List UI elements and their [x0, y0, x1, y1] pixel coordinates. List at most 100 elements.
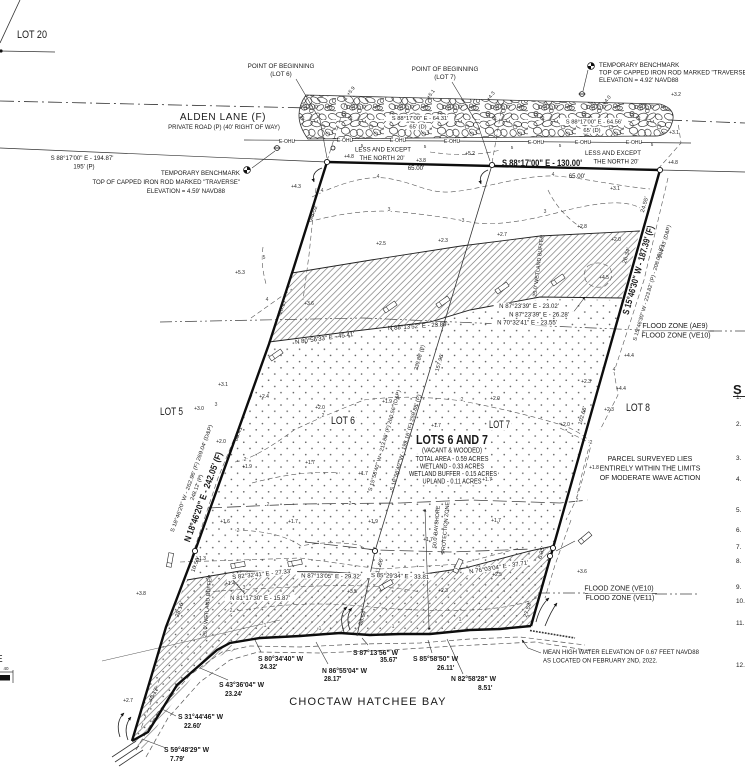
svg-text:+1.7: +1.7	[431, 423, 441, 429]
svg-text:4: 4	[552, 172, 555, 178]
svg-text:50.0' BAYSHORE: 50.0' BAYSHORE	[432, 505, 442, 548]
svg-text:S: S	[733, 382, 742, 397]
svg-text:65.00': 65.00'	[408, 165, 424, 172]
svg-text:N 87°23'39" E - 23.02': N 87°23'39" E - 23.02'	[499, 303, 559, 310]
svg-text:UPLAND - 0.11 ACRES: UPLAND - 0.11 ACRES	[423, 477, 482, 486]
svg-text:9.: 9.	[736, 584, 742, 591]
svg-text:WETLAND BUFFER - 0.15 ACRES: WETLAND BUFFER - 0.15 ACRES	[409, 469, 497, 478]
svg-text:+1.3: +1.3	[196, 556, 206, 562]
svg-text:WETLAND - 0.33 ACRES: WETLAND - 0.33 ACRES	[420, 462, 484, 471]
svg-text:4.: 4.	[736, 476, 742, 483]
svg-text:S 87°13'56" W: S 87°13'56" W	[353, 649, 398, 657]
svg-text:5: 5	[559, 143, 562, 148]
svg-text:+2.0: +2.0	[490, 396, 500, 402]
svg-text:11.: 11.	[736, 620, 745, 627]
svg-text:3.: 3.	[736, 455, 742, 462]
svg-text:N 81°17'30" E - 15.87': N 81°17'30" E - 15.87'	[230, 595, 290, 602]
svg-text:AS LOCATED ON FEBRUARY 2ND, 20: AS LOCATED ON FEBRUARY 2ND, 2022.	[543, 659, 658, 665]
svg-text:PARCEL SURVEYED LIES: PARCEL SURVEYED LIES	[608, 456, 693, 463]
svg-text:1: 1	[264, 623, 267, 629]
svg-text:+1.7: +1.7	[288, 519, 298, 525]
svg-text:157.96': 157.96'	[435, 353, 446, 372]
svg-text:+1.9: +1.9	[368, 519, 378, 525]
svg-text:S 59°48'29" W: S 59°48'29" W	[164, 746, 209, 754]
svg-text:MEAN HIGH WATER ELEVATION OF 0: MEAN HIGH WATER ELEVATION OF 0.67 FEET N…	[543, 650, 700, 656]
svg-text:3: 3	[544, 209, 547, 215]
svg-text:2: 2	[230, 608, 233, 614]
svg-text:24.32': 24.32'	[260, 664, 278, 671]
svg-text:N 82°58'28" W: N 82°58'28" W	[451, 675, 496, 683]
svg-text:+2.0: +2.0	[611, 237, 621, 243]
svg-text:LESS AND EXCEPT: LESS AND EXCEPT	[585, 150, 641, 157]
svg-text:40: 40	[3, 666, 9, 671]
svg-text:+2.3: +2.3	[581, 379, 591, 385]
svg-text:3: 3	[243, 585, 246, 591]
svg-text:65' (D): 65' (D)	[409, 125, 426, 131]
svg-text:+2.5: +2.5	[376, 241, 386, 247]
svg-text:N 88°13'52" E - 23.89': N 88°13'52" E - 23.89'	[388, 321, 448, 332]
svg-text:LOT 7: LOT 7	[489, 419, 510, 431]
svg-text:TEMPORARY BENCHMARK: TEMPORARY BENCHMARK	[161, 170, 240, 177]
svg-text:+4.8: +4.8	[668, 160, 678, 166]
svg-text:2: 2	[461, 397, 464, 403]
svg-text:4: 4	[266, 297, 269, 303]
svg-text:FLOOD ZONE (AE9): FLOOD ZONE (AE9)	[642, 323, 707, 330]
svg-text:1: 1	[319, 626, 322, 632]
svg-text:12.: 12.	[736, 662, 745, 669]
svg-text:7.79': 7.79'	[170, 756, 185, 763]
svg-text:+2.3: +2.3	[438, 238, 448, 244]
svg-text:S 88°17'00" E - 194.87': S 88°17'00" E - 194.87'	[51, 155, 114, 162]
svg-text:24.55': 24.55'	[640, 196, 650, 213]
svg-text:7.: 7.	[736, 544, 742, 551]
svg-text:46.52': 46.52'	[309, 204, 320, 221]
svg-text:26.34': 26.34'	[622, 247, 632, 264]
svg-text:2: 2	[590, 440, 593, 446]
svg-text:+2.4: +2.4	[259, 394, 269, 400]
svg-text:LOT 6: LOT 6	[331, 415, 355, 427]
svg-text:THE NORTH 20': THE NORTH 20'	[359, 155, 404, 162]
svg-text:+1.7: +1.7	[482, 477, 492, 483]
svg-text:3: 3	[462, 218, 465, 224]
svg-text:LOT 8: LOT 8	[626, 402, 650, 414]
svg-text:+4.5: +4.5	[599, 275, 609, 281]
svg-text:+2.0: +2.0	[315, 405, 325, 411]
svg-text:+3.5: +3.5	[347, 589, 357, 595]
svg-text:+2.3: +2.3	[604, 407, 614, 413]
svg-text:+2.5: +2.5	[492, 572, 502, 578]
svg-text:1: 1	[459, 617, 462, 623]
svg-text:+3.8: +3.8	[136, 591, 146, 597]
svg-text:2.: 2.	[736, 421, 742, 428]
svg-text:8.51': 8.51'	[478, 685, 493, 692]
svg-text:+1.7: +1.7	[423, 537, 433, 543]
svg-text:+5.1: +5.1	[426, 88, 437, 100]
svg-text:N 70°32'41" E - 23.55': N 70°32'41" E - 23.55'	[497, 320, 557, 327]
svg-text:E-OHU: E-OHU	[528, 140, 545, 146]
svg-text:4: 4	[377, 174, 380, 180]
svg-text:S 88°17'00" E - 130.00': S 88°17'00" E - 130.00'	[502, 158, 582, 168]
svg-text:N 87°13'05" E - 29.32': N 87°13'05" E - 29.32'	[301, 572, 361, 580]
svg-text:+1.7: +1.7	[491, 518, 501, 524]
svg-text:28.27': 28.27'	[278, 298, 289, 315]
svg-text:25.0' WETLAND BUFFER: 25.0' WETLAND BUFFER	[202, 574, 213, 637]
svg-text:+5.3: +5.3	[235, 270, 245, 276]
svg-text:6.35': 6.35'	[537, 546, 546, 560]
svg-text:+1.8: +1.8	[589, 465, 599, 471]
svg-text:+1.7: +1.7	[305, 460, 315, 466]
svg-text:10.: 10.	[736, 598, 745, 605]
svg-text:2: 2	[349, 501, 352, 507]
svg-text:+1.9: +1.9	[242, 464, 252, 470]
svg-text:+2.0: +2.0	[560, 422, 570, 428]
svg-text:+4.3: +4.3	[291, 184, 301, 190]
svg-text:+4.8: +4.8	[344, 154, 354, 160]
svg-text:88.41': 88.41'	[234, 425, 245, 442]
svg-text:5: 5	[511, 145, 514, 150]
svg-text:+5.2: +5.2	[465, 151, 475, 157]
svg-text:+3.2: +3.2	[671, 92, 681, 98]
svg-text:ELEVATION = 4.59' NAVD88: ELEVATION = 4.59' NAVD88	[147, 188, 226, 195]
svg-text:(LOT 7): (LOT 7)	[434, 74, 456, 81]
svg-text:2: 2	[237, 528, 240, 534]
svg-text:S 85°29'34" E - 33.81: S 85°29'34" E - 33.81	[371, 572, 430, 581]
svg-text:+4.4: +4.4	[624, 353, 634, 359]
svg-text:TEMPORARY BENCHMARK: TEMPORARY BENCHMARK	[599, 62, 680, 69]
svg-text:S 80°34'40" W: S 80°34'40" W	[258, 655, 303, 663]
